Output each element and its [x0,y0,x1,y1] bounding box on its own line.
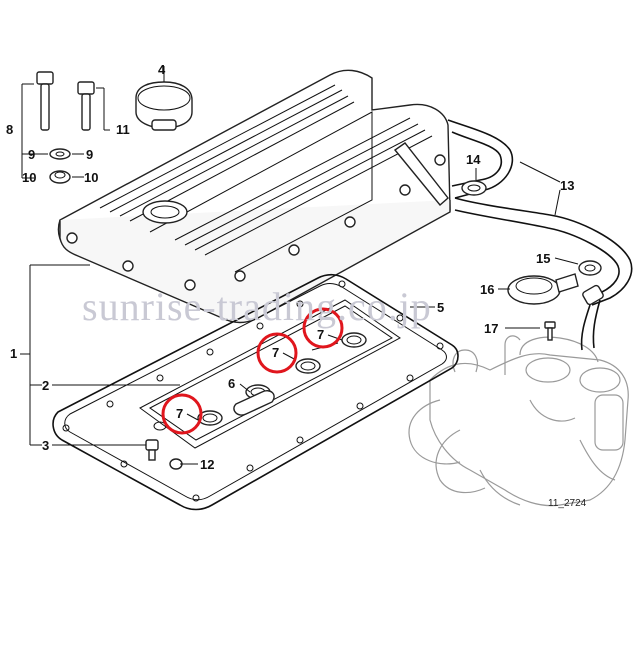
intake-manifold [408,335,629,507]
callout-2: 2 [42,378,49,393]
watermark: sunrise-trading.co.jp [82,284,432,329]
callout-4: 4 [158,62,166,77]
callout-1: 1 [10,346,17,361]
callout-7-a: 7 [176,406,183,421]
highlight-ring [161,393,203,435]
oil-filler-cap [135,66,193,131]
callout-13: 13 [560,178,574,193]
callout-17: 17 [484,321,498,336]
callout-10-left: 10 [22,170,36,185]
callout-6: 6 [228,376,235,391]
callout-7-c: 7 [317,327,324,342]
callout-3: 3 [42,438,49,453]
callout-7-b: 7 [272,345,279,360]
callout-12: 12 [200,457,214,472]
highlight-ring [302,307,344,349]
callout-10-right: 10 [84,170,98,185]
highlight-rings [161,307,344,435]
callout-5: 5 [437,300,444,315]
spark-plug-seals [197,332,367,426]
breather-hose-parts [454,180,633,351]
highlight-ring [256,332,298,374]
callout-9-right: 9 [86,147,93,162]
callout-16: 16 [480,282,494,297]
fastener-group [21,71,110,184]
lower-fasteners [145,421,183,470]
gasket [52,273,459,511]
leader-lines [20,161,579,465]
reference-code: 11_2724 [548,498,587,509]
callouts: 4 8 9 9 10 10 11 1 2 3 5 6 12 13 14 15 1… [6,62,574,472]
callout-11: 11 [116,122,130,137]
callout-14: 14 [466,152,481,167]
callout-15: 15 [536,251,550,266]
callout-9-left: 9 [28,147,35,162]
callout-8: 8 [6,122,13,137]
cylinder-head-cover [57,69,514,324]
